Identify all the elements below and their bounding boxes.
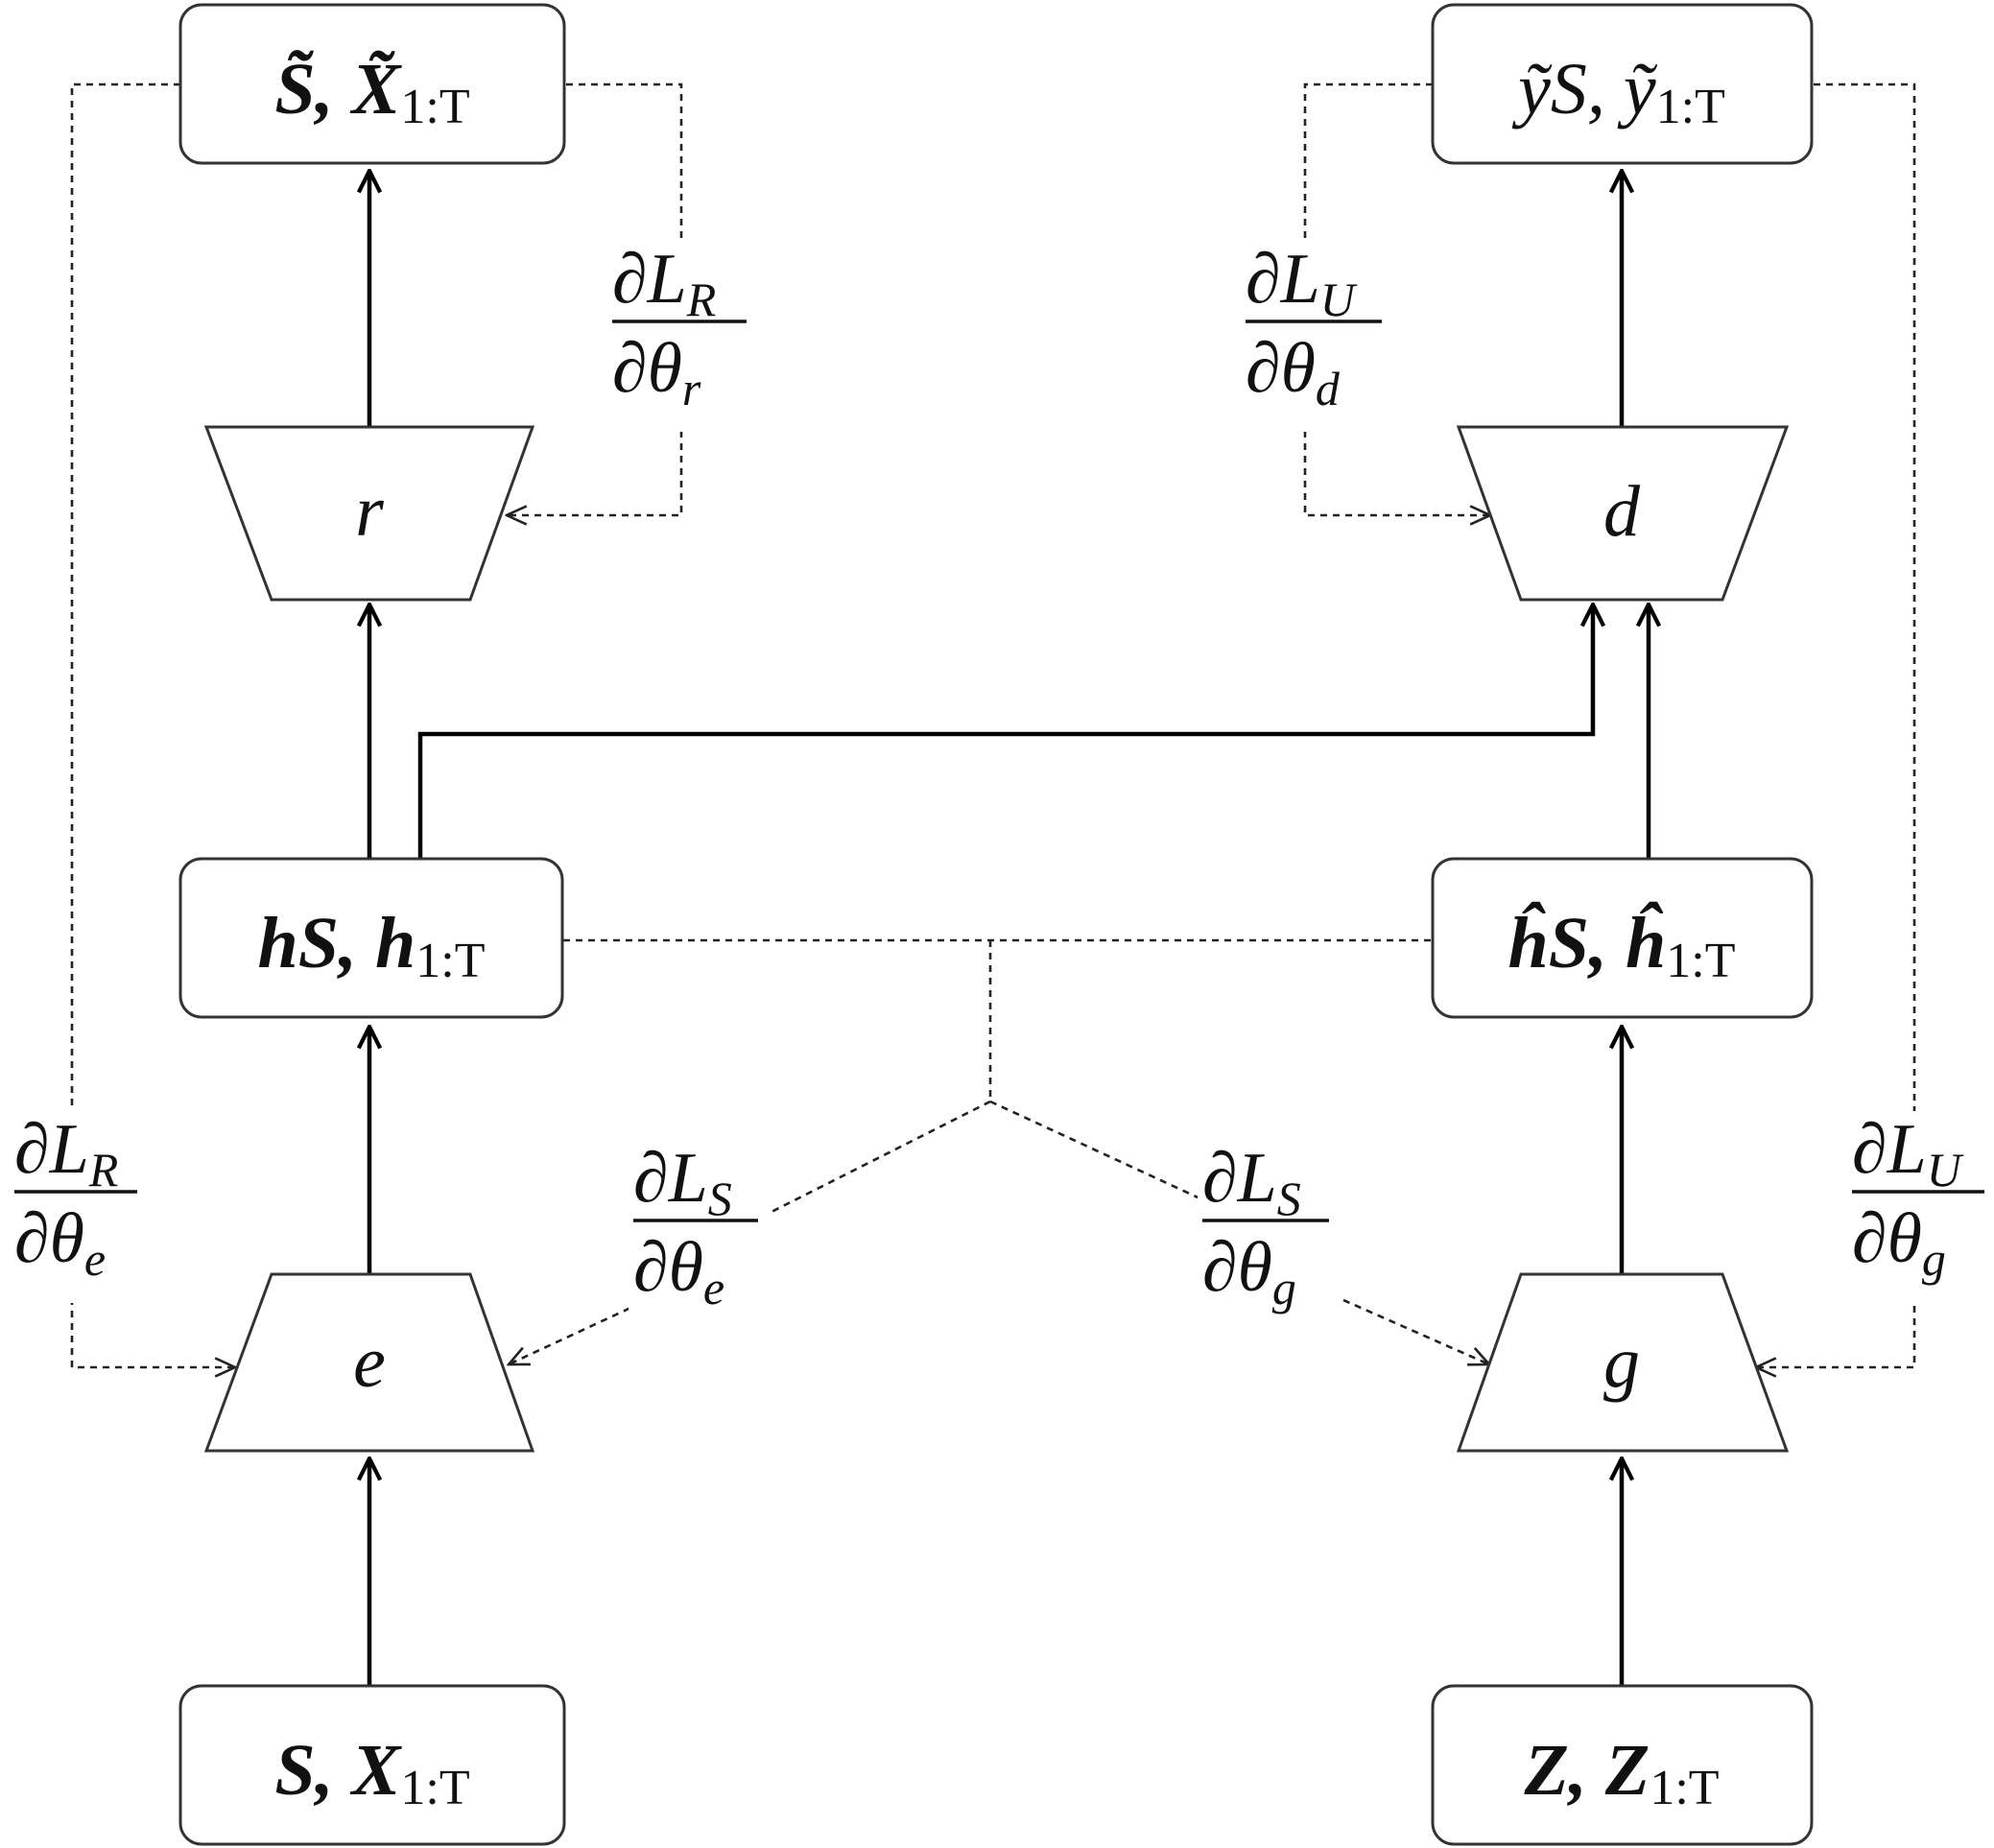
gradient-unsup-discriminator-denominator: ∂θ [1246,329,1316,408]
node-latent-synthetic-label: ĥS, ĥ [1507,902,1666,983]
gradient-sup-embedder: ∂LS ∂θe [629,1139,763,1332]
node-discriminator-output: ỹS, ỹ1:T [1431,3,1814,165]
gradient-line-supervised-left-upper [767,1100,991,1216]
svg-text:S, X1:T: S, X1:T [274,1730,469,1815]
svg-text:∂LR: ∂LR [612,240,716,326]
gradient-recon-embedder-numerator: ∂L [14,1110,89,1189]
gradient-line-supervised-embedder [509,1301,642,1364]
svg-text:S̃, X̃1:T: S̃, X̃1:T [274,49,469,134]
gradient-line-supervised-right-upper [989,1100,1220,1209]
node-latent-synthetic: ĥS, ĥ1:T [1431,857,1814,1019]
gradient-recon-recovery-numerator: ∂L [612,240,687,319]
gradient-sup-embedder-numerator: ∂L [633,1139,708,1218]
svg-text:∂θe: ∂θe [633,1228,724,1315]
gradient-recon-embedder-denominator: ∂θ [14,1199,84,1278]
gradient-sup-embedder-denominator-sub: e [703,1261,724,1315]
svg-text:∂LS: ∂LS [1202,1139,1301,1225]
svg-text:∂θg: ∂θg [1202,1228,1296,1315]
network-recovery: r [203,425,535,602]
network-embedder: e [203,1272,535,1453]
svg-text:hS, h1:T: hS, h1:T [257,903,485,988]
gradient-sup-generator: ∂LS ∂θg [1198,1139,1332,1332]
svg-text:∂θg: ∂θg [1852,1199,1946,1286]
gradient-unsup-discriminator: ∂LU ∂θd [1241,240,1385,432]
svg-text:∂θr: ∂θr [612,329,701,415]
svg-text:∂θd: ∂θd [1246,329,1341,415]
node-latent-real: hS, h1:T [178,857,564,1019]
gradient-recon-embedder-denominator-sub: e [84,1232,106,1286]
network-discriminator: d [1456,425,1790,602]
node-reconstruction-output-subscript: 1:T [400,80,469,134]
node-input-real-subscript: 1:T [400,1761,469,1815]
gradient-line-supervised-generator [1342,1298,1489,1364]
network-recovery-label: r [355,471,384,552]
gradient-unsup-discriminator-denominator-sub: d [1316,362,1341,415]
gradient-line-recon-embedder [70,83,235,1367]
node-input-noise-label: Z, Z [1523,1730,1650,1811]
gradient-recon-recovery: ∂LR ∂θr [607,240,751,432]
arrow-latent-to-discriminator [417,604,1593,859]
gradient-unsup-generator-numerator-sub: U [1927,1143,1964,1196]
gradient-recon-embedder-numerator-sub: R [88,1143,119,1196]
node-reconstruction-output-label: S̃, X̃ [274,49,402,130]
svg-text:∂LU: ∂LU [1852,1110,1964,1196]
gradient-unsup-generator: ∂LU ∂θg [1847,1110,1989,1303]
node-discriminator-output-subscript: 1:T [1656,80,1725,134]
gradient-unsup-generator-numerator: ∂L [1852,1110,1927,1189]
network-generator: g [1456,1272,1790,1453]
gradient-sup-generator-numerator: ∂L [1202,1139,1277,1218]
gradient-flow-lines [70,83,1916,1367]
node-latent-synthetic-subscript: 1:T [1666,934,1735,988]
gradient-unsup-discriminator-numerator-sub: U [1320,272,1358,326]
node-input-noise-subscript: 1:T [1650,1761,1719,1815]
svg-text:∂θe: ∂θe [14,1199,106,1286]
network-generator-label: g [1603,1322,1640,1403]
node-input-real-label: S, X [274,1730,402,1811]
node-reconstruction-output: S̃, X̃1:T [178,3,566,165]
svg-text:∂LS: ∂LS [633,1139,732,1225]
gradient-line-unsup-generator [1756,83,1916,1367]
svg-text:Z, Z1:T: Z, Z1:T [1523,1730,1719,1815]
gradient-sup-generator-denominator: ∂θ [1202,1228,1272,1307]
network-embedder-label: e [353,1322,386,1403]
svg-text:∂LU: ∂LU [1246,240,1358,326]
gradient-sup-embedder-numerator-sub: S [708,1172,732,1225]
gradient-recon-embedder: ∂LR ∂θe [10,1110,144,1303]
node-latent-real-subscript: 1:T [415,934,485,988]
svg-text:ỹS, ỹ1:T: ỹS, ỹ1:T [1511,49,1725,134]
node-latent-real-label: hS, h [257,903,415,983]
gradient-unsup-generator-denominator: ∂θ [1852,1199,1922,1278]
gradient-unsup-discriminator-numerator: ∂L [1246,240,1320,319]
gradient-sup-embedder-denominator: ∂θ [633,1228,703,1307]
network-discriminator-label: d [1603,471,1641,552]
node-discriminator-output-label: ỹS, ỹ [1511,49,1658,130]
gradient-recon-recovery-numerator-sub: R [686,272,717,326]
gradient-sup-generator-denominator-sub: g [1272,1261,1296,1315]
gradient-recon-recovery-denominator-sub: r [682,362,701,415]
node-input-real: S, X1:T [178,1684,566,1846]
gradient-sup-generator-numerator-sub: S [1277,1172,1301,1225]
svg-text:∂LR: ∂LR [14,1110,118,1196]
node-input-noise: Z, Z1:T [1431,1684,1814,1846]
svg-text:ĥS, ĥ1:T: ĥS, ĥ1:T [1507,902,1735,988]
gradient-unsup-generator-denominator-sub: g [1922,1232,1946,1286]
gradient-recon-recovery-denominator: ∂θ [612,329,682,408]
data-flow-arrows [369,171,1649,1686]
